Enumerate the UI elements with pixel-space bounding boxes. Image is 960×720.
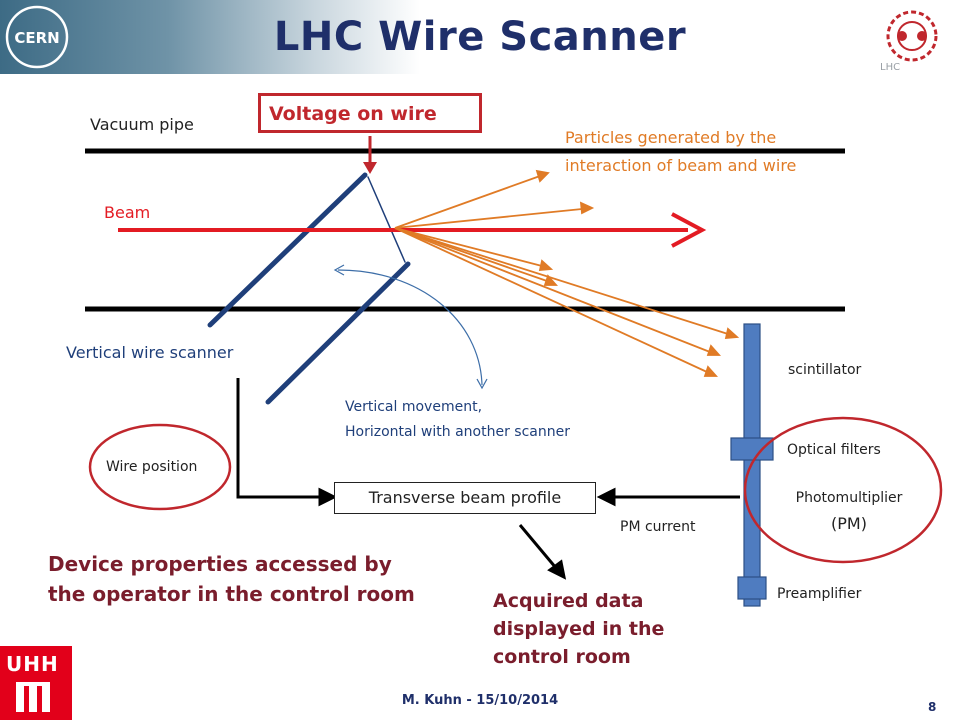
lhc-logo-text: LHC: [880, 62, 900, 73]
device-properties-line2: the operator in the control room: [48, 582, 415, 606]
photomultiplier-label-line1: Photomultiplier: [795, 490, 903, 506]
particle-rays: [394, 169, 740, 377]
vertical-movement-line2: Horizontal with another scanner: [345, 424, 570, 440]
vacuum-pipe-label: Vacuum pipe: [90, 115, 194, 134]
pm-ellipse: [743, 416, 943, 564]
scintillator-label: scintillator: [788, 362, 862, 378]
preamplifier-label: Preamplifier: [777, 586, 862, 602]
cern-logo: CERN: [5, 5, 69, 69]
voltage-on-wire-box: Voltage on wire: [258, 93, 482, 133]
wire-position-ellipse: [88, 423, 232, 511]
uhh-logo-text: UHH: [6, 652, 59, 676]
pm-current-label: PM current: [620, 519, 696, 535]
footer-author-date: M. Kuhn - 15/10/2014: [401, 693, 559, 708]
vertical-wire-scanner-label: Vertical wire scanner: [66, 343, 234, 362]
castle-icon: [16, 682, 50, 716]
acquired-data-line3: control room: [493, 646, 631, 668]
voltage-arrow: [363, 136, 377, 174]
acquired-data-line1: Acquired data: [493, 590, 644, 612]
movement-arrow: [333, 264, 488, 390]
acquired-data-line2: displayed in the: [493, 618, 665, 640]
page-number: 8: [928, 700, 937, 714]
device-properties-line1: Device properties accessed by: [48, 552, 392, 576]
photomultiplier-label-line2: (PM): [831, 514, 867, 533]
slide-title: LHC Wire Scanner: [273, 14, 687, 60]
lhc-logo: LHC: [880, 10, 938, 73]
profile-connectors: [236, 378, 740, 580]
wire-position-label: Wire position: [106, 459, 198, 475]
uhh-logo: UHH: [0, 646, 72, 720]
header-band: [0, 0, 420, 74]
optical-filters-label: Optical filters: [787, 442, 881, 458]
transverse-beam-profile-box: Transverse beam profile: [334, 482, 596, 514]
particles-label-line2: interaction of beam and wire: [565, 156, 797, 175]
particles-label-line1: Particles generated by the: [565, 128, 777, 147]
beam-label: Beam: [104, 203, 151, 222]
beam-arrow: [118, 212, 707, 248]
vertical-movement-line1: Vertical movement,: [345, 399, 483, 415]
cern-logo-text: CERN: [14, 29, 59, 47]
wire-scanner-frame: [207, 172, 411, 405]
